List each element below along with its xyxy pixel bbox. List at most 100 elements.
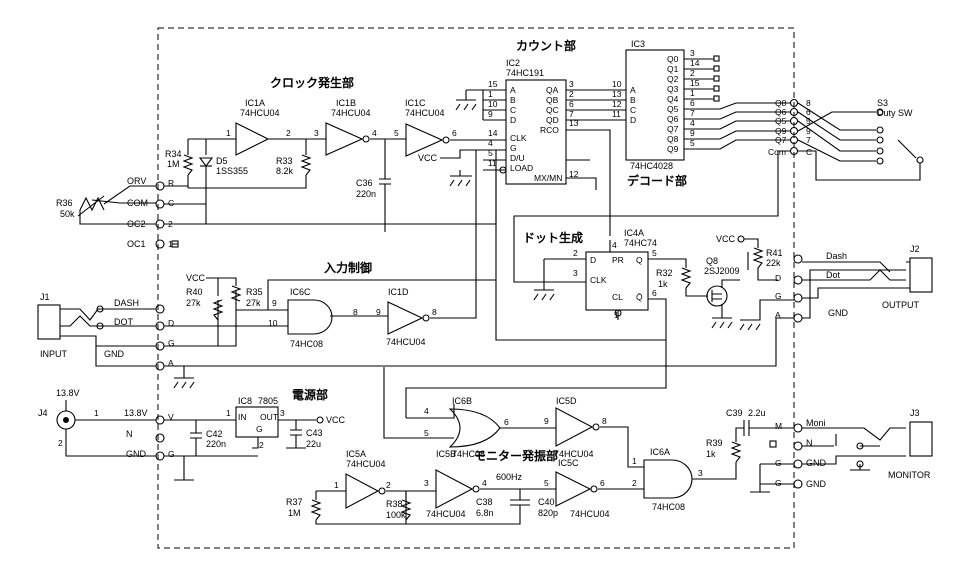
svg-text:1: 1: [690, 88, 695, 98]
vcc-label-ic2: VCC: [418, 153, 438, 163]
q8-label: Q8: [706, 256, 718, 266]
ic6b-symbol: [448, 408, 501, 448]
ic6a-symbol: [643, 459, 693, 499]
c40-label: C40: [538, 497, 555, 507]
j3-desc: MONITOR: [888, 470, 931, 480]
ic5c-label: IC5C: [558, 458, 579, 468]
svg-text:6: 6: [569, 99, 574, 109]
svg-text:Q8: Q8: [667, 134, 679, 144]
svg-text:3: 3: [569, 79, 574, 89]
j3-jack[interactable]: [909, 421, 933, 457]
svg-text:5: 5: [394, 128, 399, 138]
j1-jack[interactable]: [37, 304, 61, 340]
s3-label: S3: [877, 98, 888, 108]
svg-text:G: G: [256, 424, 263, 434]
svg-text:14: 14: [488, 128, 498, 138]
svg-text:1: 1: [94, 408, 99, 418]
svg-text:R: R: [168, 178, 174, 188]
out-dot-label: Dot: [826, 270, 841, 280]
svg-text:5: 5: [488, 148, 493, 158]
svg-text:1: 1: [632, 456, 637, 466]
svg-text:4: 4: [612, 240, 617, 250]
ic5c-part: 74HCU04: [570, 509, 610, 519]
svg-text:15: 15: [488, 79, 498, 89]
svg-text:10: 10: [488, 99, 498, 109]
ic2-part: 74HC191: [506, 68, 544, 78]
r39-label: R39: [706, 438, 723, 448]
s3-terminals[interactable]: [789, 98, 799, 156]
ic4a-part: 74HC74: [624, 238, 657, 248]
r36-symbol: [79, 196, 105, 212]
ic8-label: IC8: [238, 396, 252, 406]
svg-text:5: 5: [690, 138, 695, 148]
svg-text:2: 2: [632, 478, 637, 488]
svg-text:9: 9: [544, 416, 549, 426]
c43-value: 22u: [306, 439, 321, 449]
s3-part: Duty SW: [877, 108, 913, 118]
out-dash-label: Dash: [826, 251, 847, 261]
svg-text:G: G: [168, 449, 175, 459]
svg-text:QC: QC: [546, 105, 559, 115]
svg-text:G: G: [775, 458, 782, 468]
oc2-label: OC2: [127, 219, 146, 229]
r38-value: 100k: [386, 510, 406, 520]
ic2-symbol: [505, 79, 567, 185]
svg-text:Q9: Q9: [667, 144, 679, 154]
svg-text:2: 2: [690, 68, 695, 78]
svg-text:11: 11: [612, 109, 621, 119]
svg-text:9: 9: [806, 126, 811, 136]
svg-text:RCO: RCO: [540, 125, 559, 135]
svg-text:10: 10: [612, 79, 622, 89]
svg-text:2: 2: [573, 248, 578, 258]
svg-text:CLK: CLK: [590, 275, 607, 285]
ic2-label: IC2: [506, 58, 520, 68]
com-label: COM: [127, 198, 148, 208]
svg-text:7: 7: [569, 109, 574, 119]
c36-label: C36: [356, 178, 373, 188]
d5-symbol: [198, 157, 214, 167]
svg-text:14: 14: [690, 58, 700, 68]
svg-text:6: 6: [504, 417, 509, 427]
svg-text:IN: IN: [238, 412, 247, 422]
svg-text:D: D: [510, 115, 516, 125]
r36-label: R36: [56, 198, 73, 208]
svg-text:4: 4: [482, 478, 487, 488]
svg-text:1: 1: [226, 408, 231, 418]
s3-positions: Q8 Q6 Q5 Q9 Q7 Com: [768, 98, 787, 157]
svg-text:Q: Q: [636, 255, 643, 265]
c39-value: 2.2u: [748, 408, 766, 418]
j2-jack[interactable]: [909, 257, 933, 293]
svg-text:CLK: CLK: [510, 133, 527, 143]
svg-text:A: A: [510, 85, 516, 95]
svg-text:A: A: [775, 310, 781, 320]
q8-part: 2SJ2009: [704, 266, 740, 276]
j4-label: J4: [38, 408, 48, 418]
ic4a-label: IC4A: [624, 228, 644, 238]
svg-text:1: 1: [226, 128, 231, 138]
svg-text:8: 8: [353, 307, 358, 317]
r40-label: R40: [186, 287, 203, 297]
svg-text:1: 1: [614, 310, 619, 320]
r35-value: 27k: [246, 298, 261, 308]
r32-value: 1k: [658, 279, 668, 289]
svg-text:Q1: Q1: [667, 64, 679, 74]
c36-value: 220n: [356, 189, 376, 199]
svg-text:MX/MN: MX/MN: [534, 173, 562, 183]
ic1c-label: IC1C: [405, 98, 426, 108]
svg-text:7: 7: [690, 108, 695, 118]
r34-value: 1M: [167, 159, 180, 169]
ic5d-part: 74HCU04: [554, 449, 594, 459]
ic5b-label: IC5B: [436, 449, 456, 459]
svg-text:4: 4: [372, 128, 377, 138]
svg-text:2: 2: [286, 128, 291, 138]
svg-text:3: 3: [424, 478, 429, 488]
svg-text:Q4: Q4: [667, 94, 679, 104]
svg-text:8: 8: [806, 98, 811, 108]
r41-label: R41: [766, 248, 783, 258]
board-outline: [157, 27, 795, 549]
svg-text:C: C: [510, 105, 516, 115]
svg-text:1: 1: [488, 89, 493, 99]
section-power: 電源部: [292, 387, 328, 402]
svg-text:OUT: OUT: [260, 412, 278, 422]
